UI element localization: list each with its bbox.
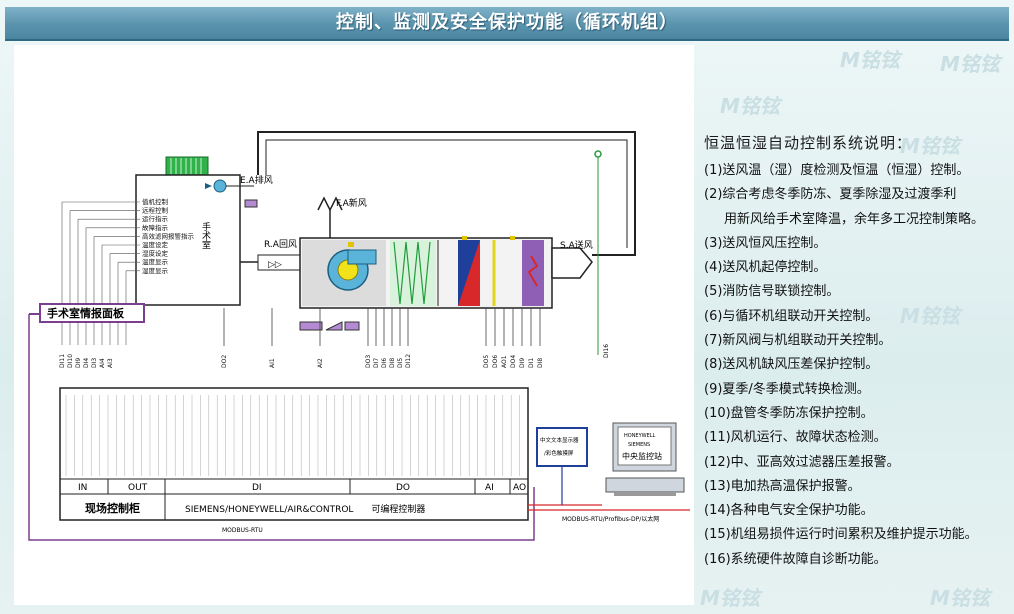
watermark: M铭铉 bbox=[940, 52, 1000, 76]
room-status-item: 运行指示 bbox=[142, 214, 169, 223]
svg-text:▷▷: ▷▷ bbox=[268, 260, 282, 270]
section-in: IN bbox=[78, 483, 87, 493]
description-item: (8)送风机缺风压差保护控制。 bbox=[704, 357, 879, 373]
station2-line3: 中央监控站 bbox=[622, 451, 662, 461]
or-panel-label: 手术室情报面板 bbox=[47, 306, 125, 320]
fresh-air-label: F.A新风 bbox=[336, 197, 367, 209]
description-item: (4)送风机起停控制。 bbox=[704, 260, 827, 276]
station1-line2: /彩色触摸屏 bbox=[544, 449, 574, 457]
io-tag: DI9 bbox=[519, 358, 526, 368]
description-item: (2)综合考虑冬季防冻、夏季除湿及过渡季利 bbox=[704, 187, 957, 203]
description-item: (5)消防信号联锁控制。 bbox=[704, 284, 840, 300]
description-item: (7)新风阀与机组联动开关控制。 bbox=[704, 333, 892, 349]
section-out: OUT bbox=[128, 483, 148, 493]
section-ai: AI bbox=[485, 483, 494, 493]
description-item: (1)送风温（湿）度检测及恒温（恒湿）控制。 bbox=[704, 163, 970, 178]
io-tag: DO5 bbox=[483, 355, 490, 368]
watermark: M铭铉 bbox=[700, 586, 760, 610]
io-tag: AO1 bbox=[501, 355, 508, 368]
io-tag: DI5 bbox=[397, 358, 404, 368]
io-tag: DI8 bbox=[537, 358, 544, 368]
return-air-label: R.A回风 bbox=[264, 239, 297, 250]
io-tag: DI1 bbox=[528, 358, 535, 368]
watermark: M铭铉 bbox=[900, 304, 960, 328]
system-description: 恒温恒湿自动控制系统说明： (1)送风温（湿）度检测及恒温（恒湿）控制。 (2)综… bbox=[704, 132, 1012, 572]
network-label: MODBUS-RTU/Profibus-DP/以太网 bbox=[562, 515, 659, 523]
supply-air-label: S.A送风 bbox=[560, 239, 593, 251]
description-item: 用新风给手术室降温，余年多工况控制策略。 bbox=[724, 211, 985, 227]
description-item: (11)风机运行、故障状态检测。 bbox=[704, 430, 887, 446]
description-item: (10)盘管冬季防冻保护控制。 bbox=[704, 405, 874, 421]
room-status-item: 高效滤网报警指示 bbox=[142, 231, 195, 240]
description-item: (16)系统硬件故障自诊断功能。 bbox=[704, 551, 887, 567]
io-tag: AI3 bbox=[107, 358, 114, 368]
description-item: (15)机组易损件运行时间累积及维护提示功能。 bbox=[704, 527, 978, 543]
description-heading: 恒温恒湿自动控制系统说明： bbox=[704, 134, 913, 152]
controller-label: SIEMENS/HONEYWELL/AIR&CONTROL 可编程控制器 bbox=[185, 503, 425, 515]
io-tag: DI10 bbox=[67, 354, 74, 368]
io-tag: AI2 bbox=[317, 358, 324, 368]
io-tag: AI4 bbox=[99, 358, 106, 368]
room-status-item: 湿度显示 bbox=[142, 266, 169, 275]
io-tag: DI7 bbox=[373, 358, 380, 368]
description-item: (14)各种电气安全保护功能。 bbox=[704, 503, 874, 519]
io-tag: DO4 bbox=[510, 355, 517, 368]
room-status-item: 远程控制 bbox=[142, 206, 169, 215]
description-item: (3)送风恒风压控制。 bbox=[704, 235, 827, 251]
watermark: M铭铉 bbox=[900, 134, 960, 158]
page-title: 控制、监测及安全保护功能（循环机组） bbox=[5, 7, 1009, 41]
exhaust-label: E.A排风 bbox=[240, 174, 273, 186]
watermark: M铭铉 bbox=[720, 94, 780, 118]
io-tag: DO6 bbox=[492, 355, 499, 368]
far-tag: DI16 bbox=[603, 344, 610, 358]
description-list: (1)送风温（湿）度检测及恒温（恒湿）控制。 (2)综合考虑冬季防冻、夏季除湿及过… bbox=[704, 159, 1012, 572]
io-tag: DI11 bbox=[59, 354, 66, 368]
io-tag: DI9 bbox=[75, 358, 82, 368]
station2-line2: SIEMENS bbox=[628, 442, 650, 448]
station2-line1: HONEYWELL bbox=[624, 433, 656, 439]
station1-line1: 中文文本显示器 bbox=[540, 436, 579, 444]
io-tag: AI1 bbox=[269, 358, 276, 368]
room-status-item: 温度显示 bbox=[142, 257, 169, 266]
io-tag: DO3 bbox=[365, 355, 372, 368]
io-tag: DO2 bbox=[221, 355, 228, 368]
io-tag: DI12 bbox=[405, 354, 412, 368]
room-status-item: 温度设定 bbox=[142, 240, 169, 249]
description-item: (6)与循环机组联动开关控制。 bbox=[704, 308, 879, 324]
io-tag: DI4 bbox=[83, 358, 90, 368]
watermark: M铭铉 bbox=[930, 586, 990, 610]
cabinet-label: 现场控制柜 bbox=[85, 501, 140, 515]
section-ao: AO bbox=[513, 483, 526, 493]
description-item: (12)中、亚高效过滤器压差报警。 bbox=[704, 454, 900, 470]
section-di: DI bbox=[252, 483, 262, 493]
modbus-label: MODBUS-RTU bbox=[222, 527, 263, 534]
room-status-item: 故障指示 bbox=[142, 223, 169, 232]
section-do: DO bbox=[396, 483, 410, 493]
room-status-item: 值机控制 bbox=[142, 197, 169, 206]
io-tag: DI6 bbox=[381, 358, 388, 368]
io-tag: DI3 bbox=[91, 358, 98, 368]
io-tag: DI8 bbox=[389, 358, 396, 368]
watermark: M铭铉 bbox=[840, 48, 900, 72]
description-item: (9)夏季/冬季模式转换检测。 bbox=[704, 381, 870, 397]
room-status-item: 湿度设定 bbox=[142, 249, 169, 258]
description-item: (13)电加热高温保护报警。 bbox=[704, 478, 861, 494]
room-label: 手术室 bbox=[200, 221, 211, 249]
